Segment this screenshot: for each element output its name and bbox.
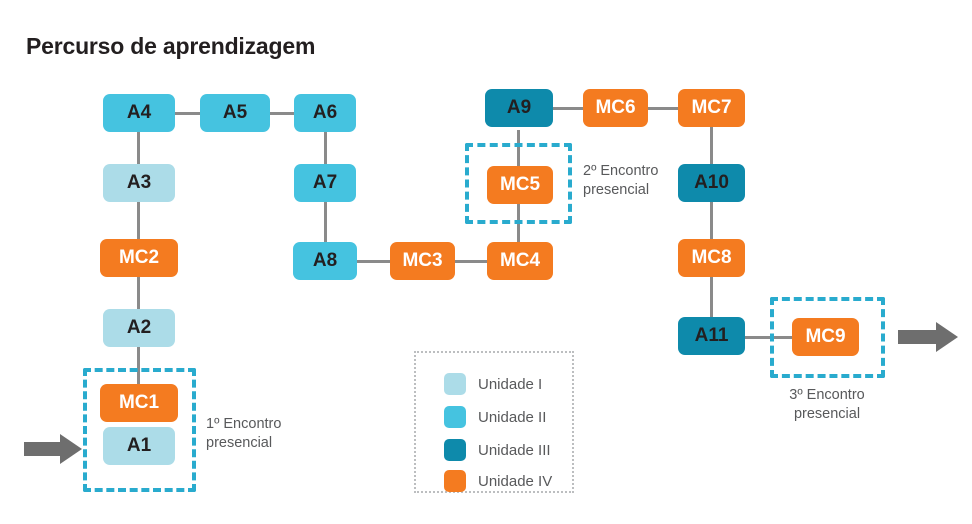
node-a7[interactable]: A7 xyxy=(294,164,356,202)
encontro-1-label: 1º Encontro presencial xyxy=(206,415,281,453)
legend-swatch-unidade-iii xyxy=(444,439,466,461)
legend-item-unidade-i: Unidade I xyxy=(444,373,542,395)
node-mc3[interactable]: MC3 xyxy=(390,242,455,280)
encontro-2-label: 2º Encontro presencial xyxy=(583,162,658,200)
node-mc1[interactable]: MC1 xyxy=(100,384,178,422)
legend-label-unidade-ii: Unidade II xyxy=(478,408,547,426)
connector-a4-a3 xyxy=(137,130,140,168)
node-a3[interactable]: A3 xyxy=(103,164,175,202)
node-mc5[interactable]: MC5 xyxy=(487,166,553,204)
node-a5[interactable]: A5 xyxy=(200,94,270,132)
node-a9[interactable]: A9 xyxy=(485,89,553,127)
node-a4[interactable]: A4 xyxy=(103,94,175,132)
encontro-3-line2: presencial xyxy=(793,406,861,422)
legend-item-unidade-iv: Unidade IV xyxy=(444,470,552,492)
legend-swatch-unidade-ii xyxy=(444,406,466,428)
encontro-1-box xyxy=(83,368,196,492)
node-mc2[interactable]: MC2 xyxy=(100,239,178,277)
encontro-2-line2: presencial xyxy=(583,182,650,198)
connector-a2-mc1 xyxy=(137,345,140,388)
node-a11[interactable]: A11 xyxy=(678,317,745,355)
node-mc4[interactable]: MC4 xyxy=(487,242,553,280)
node-a6[interactable]: A6 xyxy=(294,94,356,132)
node-a8[interactable]: A8 xyxy=(293,242,357,280)
legend-item-unidade-iii: Unidade III xyxy=(444,439,551,461)
legend-swatch-unidade-iv xyxy=(444,470,466,492)
connector-a6-a7 xyxy=(324,130,327,168)
legend: Unidade I Unidade II Unidade III Unidade… xyxy=(414,351,574,493)
connector-mc8-a11 xyxy=(710,275,713,321)
legend-label-unidade-iv: Unidade IV xyxy=(478,472,553,490)
entry-arrow xyxy=(24,434,82,464)
node-a1[interactable]: A1 xyxy=(103,427,175,465)
legend-label-unidade-iii: Unidade III xyxy=(478,441,551,459)
connector-a5-a6 xyxy=(267,112,297,115)
connector-a3-mc2 xyxy=(137,200,140,243)
encontro-2-box xyxy=(465,143,572,224)
connector-a7-a8 xyxy=(324,200,327,243)
encontro-2-line1: 2º Encontro xyxy=(583,163,659,179)
connector-a9-mc6 xyxy=(550,107,586,110)
connector-mc2-a2 xyxy=(137,275,140,313)
connector-a4-a5 xyxy=(172,112,204,115)
node-mc6[interactable]: MC6 xyxy=(583,89,648,127)
encontro-1-line1: 1º Encontro xyxy=(206,416,282,432)
node-a10[interactable]: A10 xyxy=(678,164,745,202)
node-a2[interactable]: A2 xyxy=(103,309,175,347)
node-mc7[interactable]: MC7 xyxy=(678,89,745,127)
legend-label-unidade-i: Unidade I xyxy=(478,375,543,393)
encontro-1-line2: presencial xyxy=(206,435,273,451)
connector-a11-mc9 xyxy=(743,336,793,339)
encontro-3-line1: 3º Encontro xyxy=(789,387,865,403)
encontro-3-box xyxy=(770,297,885,378)
exit-arrow xyxy=(898,322,958,352)
legend-swatch-unidade-i xyxy=(444,373,466,395)
connector-mc3-mc4 xyxy=(452,260,490,263)
node-mc9[interactable]: MC9 xyxy=(792,318,859,356)
connector-mc5-a9 xyxy=(517,130,520,168)
connector-a8-mc3 xyxy=(355,260,393,263)
page-title: Percurso de aprendizagem xyxy=(26,33,316,59)
legend-item-unidade-ii: Unidade II xyxy=(444,406,546,428)
encontro-3-label: 3º Encontro presencial xyxy=(763,386,891,424)
connector-mc7-a10 xyxy=(710,125,713,168)
connector-a10-mc8 xyxy=(710,200,713,243)
node-mc8[interactable]: MC8 xyxy=(678,239,745,277)
connector-mc6-mc7 xyxy=(645,107,681,110)
